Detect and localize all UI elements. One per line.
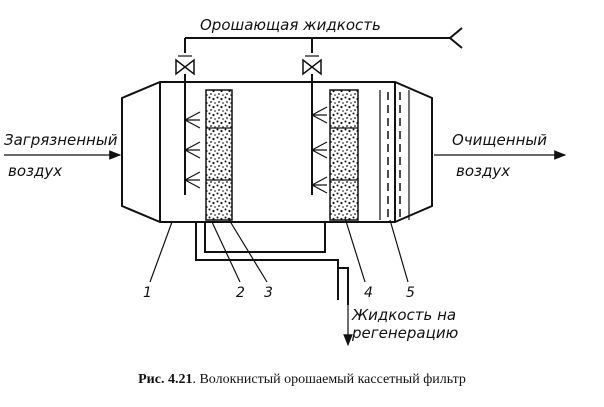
label-irrigating-liquid: Орошающая жидкость — [200, 16, 381, 34]
label-dirty-air-1: Загрязненный — [4, 131, 118, 149]
callout-5: 5 — [406, 285, 415, 301]
figure-caption: Рис. 4.21. Волокнистый орошаемый кассетн… — [0, 372, 604, 388]
droplet-separator — [379, 90, 410, 220]
caption-text: . Волокнистый орошаемый кассетный фильтр — [192, 372, 466, 387]
label-dirty-air-2: воздух — [8, 162, 62, 180]
callout-3: 3 — [264, 285, 273, 301]
label-clean-air-2: воздух — [456, 162, 510, 180]
fibrous-cassette-right — [329, 89, 359, 221]
filter-housing — [121, 81, 433, 223]
label-clean-air-1: Очищенный — [452, 131, 547, 149]
label-regen-1: Жидкость на — [351, 306, 456, 324]
drain-lines — [195, 222, 353, 347]
fibrous-cassette-left — [205, 89, 233, 221]
irrigation-supply-line — [184, 27, 463, 53]
label-regen-2: регенерацию — [351, 324, 458, 342]
valve-left — [175, 55, 195, 82]
spray-pipe-right — [311, 82, 328, 195]
spray-pipe-left — [184, 82, 201, 195]
callout-1: 1 — [143, 285, 152, 301]
caption-prefix: Рис. 4.21 — [138, 372, 193, 387]
callout-leaders — [149, 217, 409, 283]
callout-2: 2 — [236, 285, 245, 301]
valve-right — [302, 55, 322, 82]
callout-4: 4 — [364, 285, 373, 301]
